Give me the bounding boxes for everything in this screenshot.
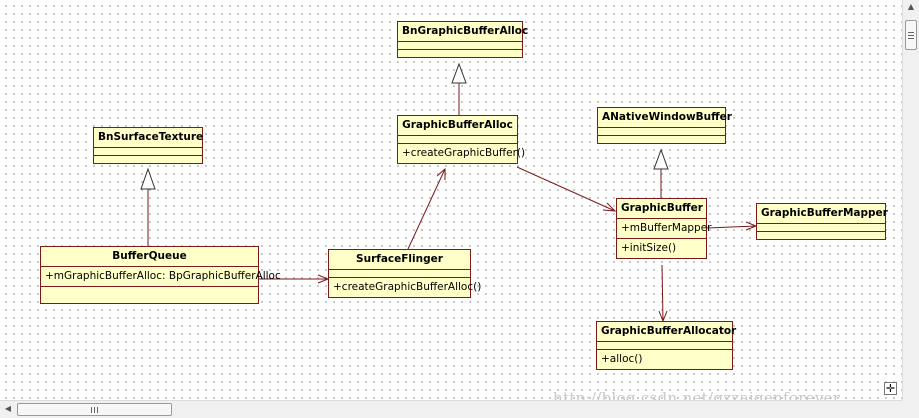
scrollbar-corner bbox=[902, 400, 919, 418]
attributes-compartment bbox=[398, 42, 522, 50]
class-box-graphicbufferallocator[interactable]: GraphicBufferAllocator +alloc() bbox=[596, 321, 736, 370]
assoc-line-graphicbuffer-allocator bbox=[661, 264, 664, 322]
class-name: SurfaceFlinger bbox=[329, 250, 470, 270]
class-box-anativewindowbuffer[interactable]: ANativeWindowBuffer bbox=[597, 107, 732, 144]
operation-item: +createGraphicBufferAlloc() bbox=[333, 281, 482, 293]
horizontal-scroll-thumb[interactable] bbox=[17, 403, 172, 416]
diagram-canvas[interactable]: BnGraphicBufferAlloc GraphicBufferAlloc … bbox=[0, 0, 902, 407]
class-name: BufferQueue bbox=[41, 247, 258, 267]
scroll-up-arrow-icon[interactable]: ▲ bbox=[907, 2, 915, 11]
class-name: BnGraphicBufferAlloc bbox=[398, 22, 528, 42]
operations-compartment bbox=[41, 287, 258, 303]
attributes-compartment bbox=[598, 128, 725, 136]
horizontal-scrollbar[interactable]: ◀ bbox=[0, 400, 902, 418]
attributes-compartment bbox=[757, 224, 885, 232]
attributes-compartment bbox=[597, 342, 732, 350]
attributes-compartment bbox=[329, 270, 470, 278]
operations-compartment bbox=[94, 156, 202, 163]
vertical-scroll-thumb[interactable] bbox=[905, 20, 917, 50]
operation-item: +alloc() bbox=[601, 353, 643, 365]
inherit-arrowhead-graphicbufferalloc bbox=[451, 62, 467, 84]
class-box-graphicbufferalloc[interactable]: GraphicBufferAlloc +createGraphicBuffer(… bbox=[397, 115, 526, 164]
class-box-bufferqueue[interactable]: BufferQueue +mGraphicBufferAlloc: BpGrap… bbox=[40, 246, 281, 304]
class-name: GraphicBufferAlloc bbox=[398, 116, 517, 136]
relationship-lines bbox=[140, 62, 758, 323]
class-name: GraphicBuffer bbox=[617, 199, 706, 219]
class-box-bnsurfacetexture[interactable]: BnSurfaceTexture bbox=[93, 127, 203, 164]
operations-compartment bbox=[398, 50, 522, 57]
attribute-item: +mGraphicBufferAlloc: BpGraphicBufferAll… bbox=[41, 267, 281, 287]
class-name: ANativeWindowBuffer bbox=[598, 108, 732, 128]
class-box-bngraphicbufferalloc[interactable]: BnGraphicBufferAlloc bbox=[397, 21, 528, 58]
assoc-arrowhead-graphicbuffer bbox=[602, 202, 617, 212]
attributes-compartment bbox=[94, 148, 202, 156]
operations-compartment bbox=[757, 232, 885, 239]
class-box-graphicbuffermapper[interactable]: GraphicBufferMapper bbox=[756, 203, 888, 240]
class-name: GraphicBufferAllocator bbox=[597, 322, 736, 342]
class-box-surfaceflinger[interactable]: SurfaceFlinger +createGraphicBufferAlloc… bbox=[328, 249, 482, 298]
crosshair-icon[interactable]: ✛ bbox=[884, 382, 897, 395]
scroll-left-arrow-icon[interactable]: ◀ bbox=[4, 404, 12, 413]
attribute-item: +mBufferMapper bbox=[617, 219, 712, 239]
inherit-arrowhead-bufferqueue bbox=[140, 167, 156, 190]
vertical-scrollbar[interactable]: ▲ bbox=[902, 0, 919, 400]
operation-item: +initSize() bbox=[621, 242, 677, 254]
assoc-line-graphicbufferalloc-graphicbuffer bbox=[516, 166, 616, 212]
operations-compartment bbox=[598, 136, 725, 143]
assoc-line-graphicbuffer-mapper bbox=[706, 225, 757, 229]
attributes-compartment bbox=[398, 136, 517, 144]
class-name: GraphicBufferMapper bbox=[757, 204, 888, 224]
inherit-arrowhead-graphicbuffer bbox=[653, 148, 669, 170]
assoc-line-surfaceflinger-graphicbufferalloc bbox=[407, 168, 446, 250]
class-box-graphicbuffer[interactable]: GraphicBuffer +mBufferMapper +initSize() bbox=[616, 198, 712, 259]
class-name: BnSurfaceTexture bbox=[94, 128, 203, 148]
operation-item: +createGraphicBuffer() bbox=[402, 147, 526, 159]
assoc-arrowhead-graphicbufferalloc bbox=[436, 167, 446, 180]
